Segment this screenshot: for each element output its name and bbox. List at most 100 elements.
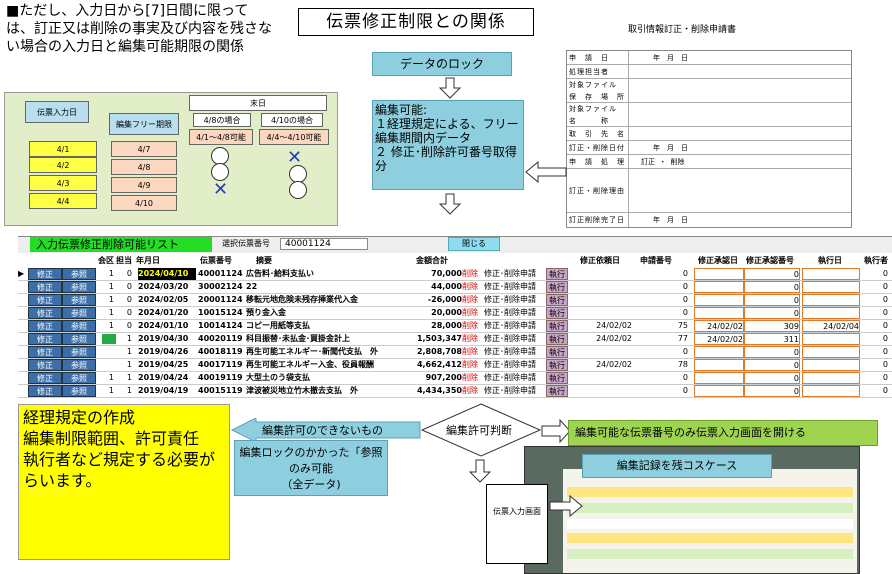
execute-button[interactable]: 執行: [546, 320, 568, 332]
cell-exec-date[interactable]: [802, 281, 860, 293]
cell-appr-date[interactable]: [694, 307, 744, 319]
request-button[interactable]: 修正･削除申請: [484, 269, 536, 278]
cell-appr-no[interactable]: 0: [744, 346, 800, 358]
fix-button[interactable]: 修正: [28, 307, 62, 319]
execute-button[interactable]: 執行: [546, 359, 568, 371]
header-exec-date: 執行日: [818, 256, 842, 265]
delete-button[interactable]: 削除: [462, 386, 478, 395]
execute-button[interactable]: 執行: [546, 268, 568, 280]
cell-appr-date[interactable]: [694, 372, 744, 384]
ref-button[interactable]: 参照: [62, 320, 96, 332]
execute-button[interactable]: 執行: [546, 372, 568, 384]
cell-exec-date[interactable]: [802, 372, 860, 384]
cell-appr-date[interactable]: 24/02/02: [694, 333, 744, 345]
request-button[interactable]: 修正･削除申請: [484, 282, 536, 291]
ref-button[interactable]: 参照: [62, 385, 96, 397]
request-button[interactable]: 修正･削除申請: [484, 360, 536, 369]
fix-button[interactable]: 修正: [28, 359, 62, 371]
cell-appr-no[interactable]: 0: [744, 268, 800, 280]
cell-appr-date[interactable]: [694, 281, 744, 293]
fix-button[interactable]: 修正: [28, 294, 62, 306]
cell-appr-no[interactable]: 0: [744, 307, 800, 319]
cell-exec-date[interactable]: [802, 385, 860, 397]
ref-button[interactable]: 参照: [62, 346, 96, 358]
ref-button[interactable]: 参照: [62, 268, 96, 280]
request-button[interactable]: 修正･削除申請: [484, 373, 536, 382]
fix-button[interactable]: 修正: [28, 372, 62, 384]
delete-button[interactable]: 削除: [462, 282, 478, 291]
cell-exec-date[interactable]: [802, 359, 860, 371]
delete-button[interactable]: 削除: [462, 347, 478, 356]
ref-button[interactable]: 参照: [62, 359, 96, 371]
cell-exec-date[interactable]: [802, 294, 860, 306]
close-button[interactable]: 閉じる: [448, 237, 500, 251]
cell-appr-date[interactable]: [694, 294, 744, 306]
cell-appr-no[interactable]: 309: [744, 320, 800, 332]
execute-button[interactable]: 執行: [546, 307, 568, 319]
fix-button[interactable]: 修正: [28, 320, 62, 332]
ref-button[interactable]: 参照: [62, 333, 96, 345]
cell-appr-no[interactable]: 0: [744, 385, 800, 397]
cell-appr-date[interactable]: [694, 359, 744, 371]
request-button[interactable]: 修正･削除申請: [484, 386, 536, 395]
cell-resp: 0: [126, 308, 132, 317]
delete-button[interactable]: 削除: [462, 373, 478, 382]
cell-req-no: 75: [677, 321, 688, 330]
row-pointer: [18, 320, 24, 332]
cell-appr-no[interactable]: 0: [744, 294, 800, 306]
fix-button[interactable]: 修正: [28, 333, 62, 345]
execute-button[interactable]: 執行: [546, 281, 568, 293]
ref-button[interactable]: 参照: [62, 372, 96, 384]
selected-voucher-input[interactable]: 40001124: [280, 238, 368, 250]
cell-div: 1: [108, 373, 114, 382]
cell-exec-date[interactable]: [802, 268, 860, 280]
delete-button[interactable]: 削除: [462, 334, 478, 343]
fix-button[interactable]: 修正: [28, 281, 62, 293]
cell-appr-no[interactable]: 311: [744, 333, 800, 345]
fix-button[interactable]: 修正: [28, 385, 62, 397]
cell-exec-date[interactable]: [802, 346, 860, 358]
delete-button[interactable]: 削除: [462, 269, 478, 278]
cell-appr-date[interactable]: [694, 268, 744, 280]
request-button[interactable]: 修正･削除申請: [484, 334, 536, 343]
cross-icon: ✕: [287, 147, 303, 168]
cell-appr-no[interactable]: 0: [744, 359, 800, 371]
delete-button[interactable]: 削除: [462, 308, 478, 317]
execute-button[interactable]: 執行: [546, 333, 568, 345]
cell-appr-date[interactable]: [694, 385, 744, 397]
cell-req-no: 0: [682, 386, 688, 395]
delete-button[interactable]: 削除: [462, 321, 478, 330]
cell-appr-date[interactable]: 24/02/02: [694, 320, 744, 332]
cell-exec-date[interactable]: [802, 307, 860, 319]
request-button[interactable]: 修正･削除申請: [484, 347, 536, 356]
request-button[interactable]: 修正･削除申請: [484, 321, 536, 330]
cell-exec-date[interactable]: 24/02/04: [802, 320, 860, 332]
request-button[interactable]: 修正･削除申請: [484, 308, 536, 317]
ref-button[interactable]: 参照: [62, 294, 96, 306]
request-button[interactable]: 修正･削除申請: [484, 295, 536, 304]
cell-appr-date[interactable]: [694, 346, 744, 358]
cell-appr-no[interactable]: 0: [744, 372, 800, 384]
execute-button[interactable]: 執行: [546, 346, 568, 358]
delete-button[interactable]: 削除: [462, 295, 478, 304]
execute-button[interactable]: 執行: [546, 294, 568, 306]
cell-exec-date[interactable]: [802, 333, 860, 345]
ref-button[interactable]: 参照: [62, 307, 96, 319]
ref-button[interactable]: 参照: [62, 281, 96, 293]
fix-button[interactable]: 修正: [28, 268, 62, 280]
request-form: 申 請 日年 月 日 処理担当者 対象ファイル 保 存 場 所 対象ファイル 名…: [566, 50, 852, 228]
execute-button[interactable]: 執行: [546, 385, 568, 397]
cell-appr-no[interactable]: 0: [744, 281, 800, 293]
delete-button[interactable]: 削除: [462, 360, 478, 369]
fix-button[interactable]: 修正: [28, 346, 62, 358]
